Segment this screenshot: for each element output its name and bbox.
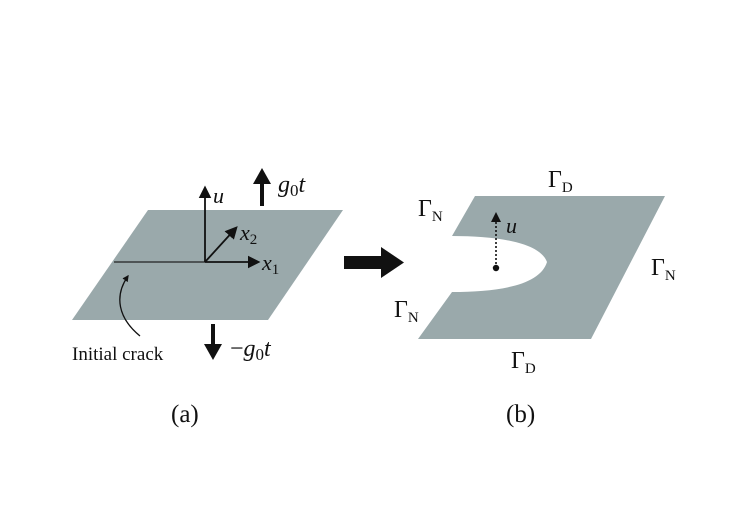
gamma-d-top-label: ΓD <box>548 167 573 196</box>
crack-opening-arrowhead <box>491 212 501 222</box>
crack-label: Initial crack <box>72 344 164 365</box>
u-axis-label: u <box>213 183 224 208</box>
caption-b: (b) <box>506 401 535 428</box>
plate-b <box>418 196 665 339</box>
x2-axis-arrow <box>204 226 238 263</box>
gamma-d-bottom-label: ΓD <box>511 348 536 377</box>
caption-a: (a) <box>171 401 199 428</box>
load-down-label: −g0t <box>230 336 272 364</box>
panel-a: u x1 x2 g0t −g0t Initial crack (a) <box>72 168 343 428</box>
displacement-label: u <box>506 213 517 238</box>
gamma-n-right-label: ΓN <box>651 255 676 284</box>
transition-arrow <box>344 247 404 278</box>
panel-b: u ΓD ΓN ΓN ΓN ΓD (b) <box>394 167 676 428</box>
load-up-label: g0t <box>278 172 307 200</box>
crack-opening-point <box>492 264 500 272</box>
load-down-arrow <box>204 324 222 360</box>
gamma-n-top-left-label: ΓN <box>418 196 443 225</box>
plate-a <box>72 210 343 320</box>
crack-pointer-arrow <box>119 274 141 337</box>
x2-axis-label: x2 <box>239 220 257 248</box>
load-up-arrow <box>253 168 271 206</box>
gamma-n-bottom-left-label: ΓN <box>394 297 419 326</box>
x1-axis-label: x1 <box>261 250 279 278</box>
